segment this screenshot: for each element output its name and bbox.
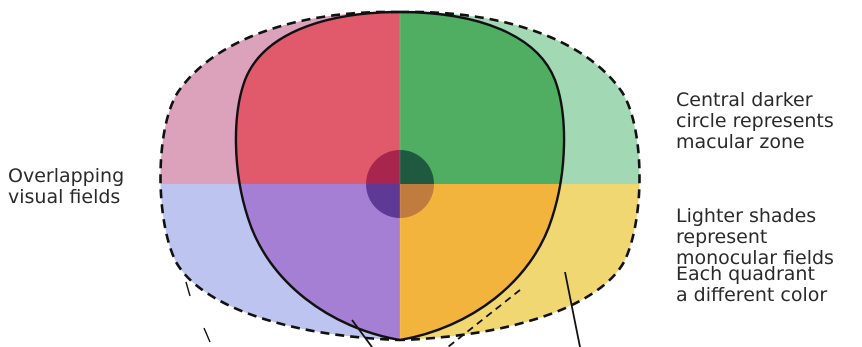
macular-zone-label: Central darker circle represents macular…: [676, 90, 834, 153]
quadrant-color-label: Each quadrant a different color: [676, 264, 827, 306]
upper-left-dark-quadrant: [230, 0, 400, 184]
upper-right-dark-quadrant: [400, 0, 570, 184]
left-edge-mark-lower: [204, 328, 210, 342]
monocular-fields-label: Lighter shades represent monocular field…: [676, 206, 834, 269]
left-edge-mark-upper: [186, 282, 190, 296]
overlapping-fields-label: Overlapping visual fields: [8, 166, 124, 208]
